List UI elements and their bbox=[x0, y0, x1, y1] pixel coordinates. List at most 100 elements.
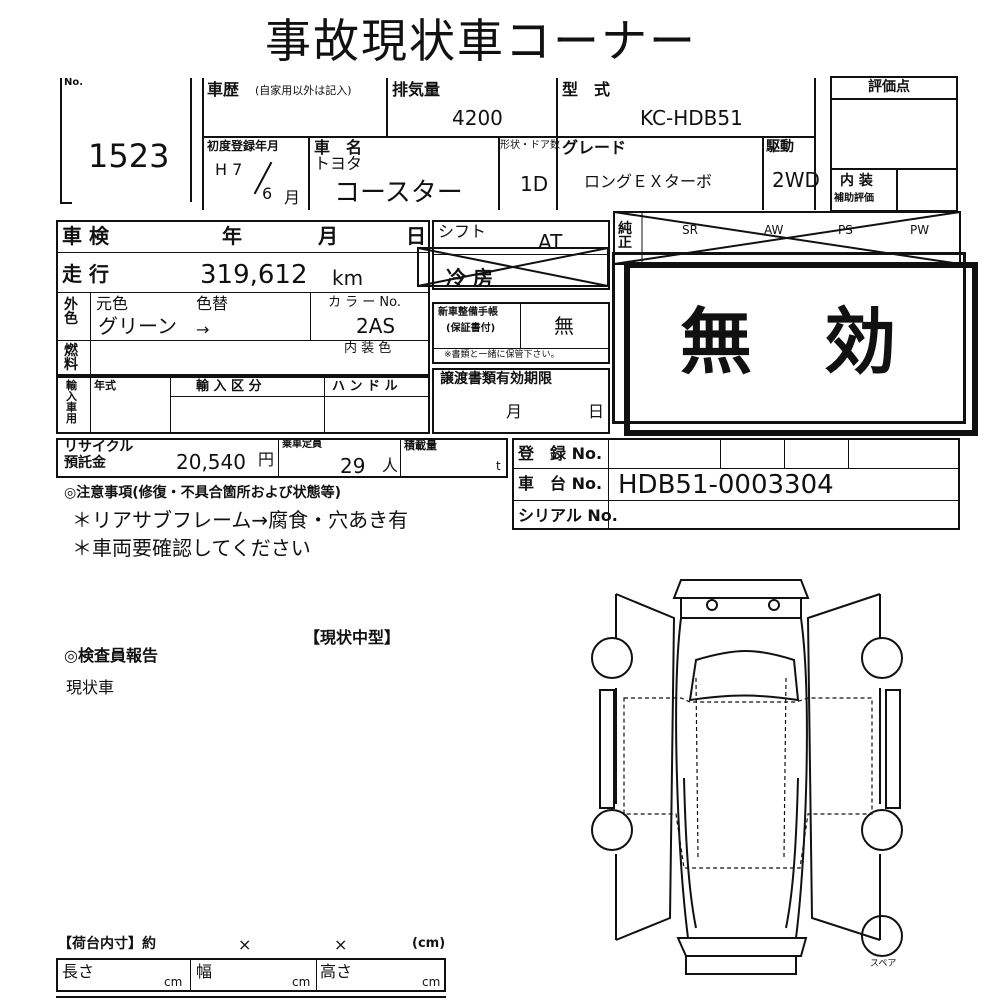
grade-label: グレード bbox=[562, 138, 627, 157]
capacity-label: 乗車定員 bbox=[282, 439, 322, 450]
grid-line bbox=[310, 292, 311, 340]
score-label: 評価点 bbox=[868, 79, 910, 95]
invalid-stamp bbox=[624, 262, 978, 436]
model-label: 型 式 bbox=[562, 80, 611, 99]
recycle-unit: 円 bbox=[258, 450, 275, 469]
aircon-cross-out bbox=[417, 247, 609, 287]
inspector-title: ◎検査員報告 bbox=[64, 646, 158, 665]
chassis-label: 車 台 No. bbox=[518, 474, 603, 493]
cargo-x1: × bbox=[238, 935, 252, 954]
equipment-label: 純正 bbox=[618, 221, 632, 251]
no-label: No. bbox=[64, 77, 84, 88]
cargo-length-unit: cm bbox=[164, 975, 183, 989]
maintenance-block bbox=[432, 302, 610, 364]
grid-line bbox=[830, 98, 958, 100]
cargo-unit: (cm) bbox=[412, 936, 446, 951]
registration-block bbox=[512, 438, 960, 530]
maintenance-note: ※書類と一緒に保管下さい。 bbox=[444, 350, 560, 360]
grid-line bbox=[784, 438, 785, 468]
score-box bbox=[830, 76, 958, 212]
maintenance-label: 新車整備手帳 bbox=[438, 307, 498, 318]
maintenance-sub: (保証書付) bbox=[446, 323, 496, 334]
mileage-label: 走 行 bbox=[62, 262, 109, 286]
inspection-label: 車 検 bbox=[62, 224, 109, 248]
no-bracket-left bbox=[60, 78, 62, 202]
recycle-label-2: 預託金 bbox=[64, 455, 106, 471]
grid-line bbox=[202, 136, 814, 138]
inspection-block bbox=[56, 220, 430, 376]
color-arrow: → bbox=[196, 320, 210, 339]
grid-line bbox=[56, 996, 446, 998]
transfer-label: 譲渡書類有効期限 bbox=[440, 371, 552, 387]
drive-label: 駆動 bbox=[766, 139, 794, 155]
fuel-label: 燃料 bbox=[64, 343, 78, 373]
mileage-unit: km bbox=[332, 266, 364, 290]
grid-line bbox=[520, 302, 521, 348]
notes-line-2: ＊車両要確認してください bbox=[72, 536, 311, 560]
grid-line bbox=[56, 292, 430, 293]
car-maker: トヨタ bbox=[314, 154, 363, 173]
grid-line bbox=[814, 78, 816, 210]
grid-line bbox=[202, 78, 204, 210]
doors-value: 1D bbox=[520, 172, 549, 196]
color-value: グリーン bbox=[98, 314, 177, 338]
displacement-value: 4200 bbox=[452, 106, 503, 130]
grid-line bbox=[556, 78, 558, 210]
first-reg-month-unit: 月 bbox=[284, 188, 301, 207]
lot-number: 1523 bbox=[88, 137, 170, 175]
color-change-label: 色替 bbox=[196, 294, 229, 313]
car-name: コースター bbox=[334, 178, 463, 208]
import-year-label: 年式 bbox=[94, 379, 116, 392]
displacement-label: 排気量 bbox=[392, 80, 441, 99]
first-reg-label: 初度登録年月 bbox=[207, 139, 280, 153]
no-bracket-bottom bbox=[60, 202, 72, 204]
grid-line bbox=[308, 136, 310, 210]
cargo-x2: × bbox=[334, 935, 348, 954]
capacity-unit: 人 bbox=[382, 456, 399, 475]
grid-line bbox=[498, 136, 500, 210]
color-code: 2AS bbox=[356, 314, 396, 338]
cargo-height-unit: cm bbox=[422, 975, 441, 989]
handle-label: ハ ン ド ル bbox=[332, 379, 398, 394]
shift-label: シフト bbox=[438, 222, 487, 241]
interior-score-sub: 補助評価 bbox=[834, 193, 874, 204]
grid-line bbox=[400, 438, 401, 478]
grid-line bbox=[278, 438, 279, 478]
grid-line bbox=[56, 340, 430, 341]
recycle-value: 20,540 bbox=[176, 450, 246, 474]
recycle-label: リサイクル bbox=[64, 439, 134, 455]
outer-color-label: 外色 bbox=[64, 297, 78, 327]
history-note: (自家用以外は記入) bbox=[255, 84, 352, 97]
model-value: KC-HDB51 bbox=[640, 106, 743, 130]
registration-label: 登 録 No. bbox=[518, 444, 603, 463]
grid-line bbox=[90, 376, 91, 434]
grid-line bbox=[512, 500, 960, 501]
grid-line bbox=[386, 78, 388, 136]
interior-score-label: 内 装 bbox=[840, 173, 873, 189]
import-label: 輸入車用 bbox=[66, 379, 77, 425]
grid-line bbox=[608, 438, 609, 530]
first-reg-year: H 7 bbox=[215, 160, 243, 179]
serial-label: シリアル No. bbox=[518, 506, 618, 525]
cargo-height-label: 高さ bbox=[320, 962, 353, 981]
grid-line bbox=[896, 168, 898, 212]
grid-line bbox=[170, 396, 430, 397]
transfer-block bbox=[432, 368, 610, 434]
recycle-block bbox=[56, 438, 508, 478]
mileage-value: 319,612 bbox=[200, 260, 308, 290]
equipment-aw: AW bbox=[764, 223, 784, 237]
grid-line bbox=[324, 376, 325, 434]
import-type-label: 輸 入 区 分 bbox=[196, 379, 262, 394]
chassis-number: HDB51-0003304 bbox=[618, 470, 834, 500]
import-block bbox=[56, 376, 430, 434]
load-unit: t bbox=[496, 459, 501, 473]
vehicle-diagram bbox=[591, 579, 903, 975]
first-reg-month: 6 bbox=[262, 184, 273, 203]
category-label: 【現状中型】 bbox=[304, 628, 401, 647]
capacity-value: 29 bbox=[340, 454, 366, 478]
cargo-width-unit: cm bbox=[292, 975, 311, 989]
cargo-table bbox=[56, 958, 446, 992]
page-title: 事故現状車コーナー bbox=[265, 14, 697, 68]
inspection-year: 年 bbox=[222, 224, 242, 248]
cargo-width-label: 幅 bbox=[196, 962, 213, 981]
